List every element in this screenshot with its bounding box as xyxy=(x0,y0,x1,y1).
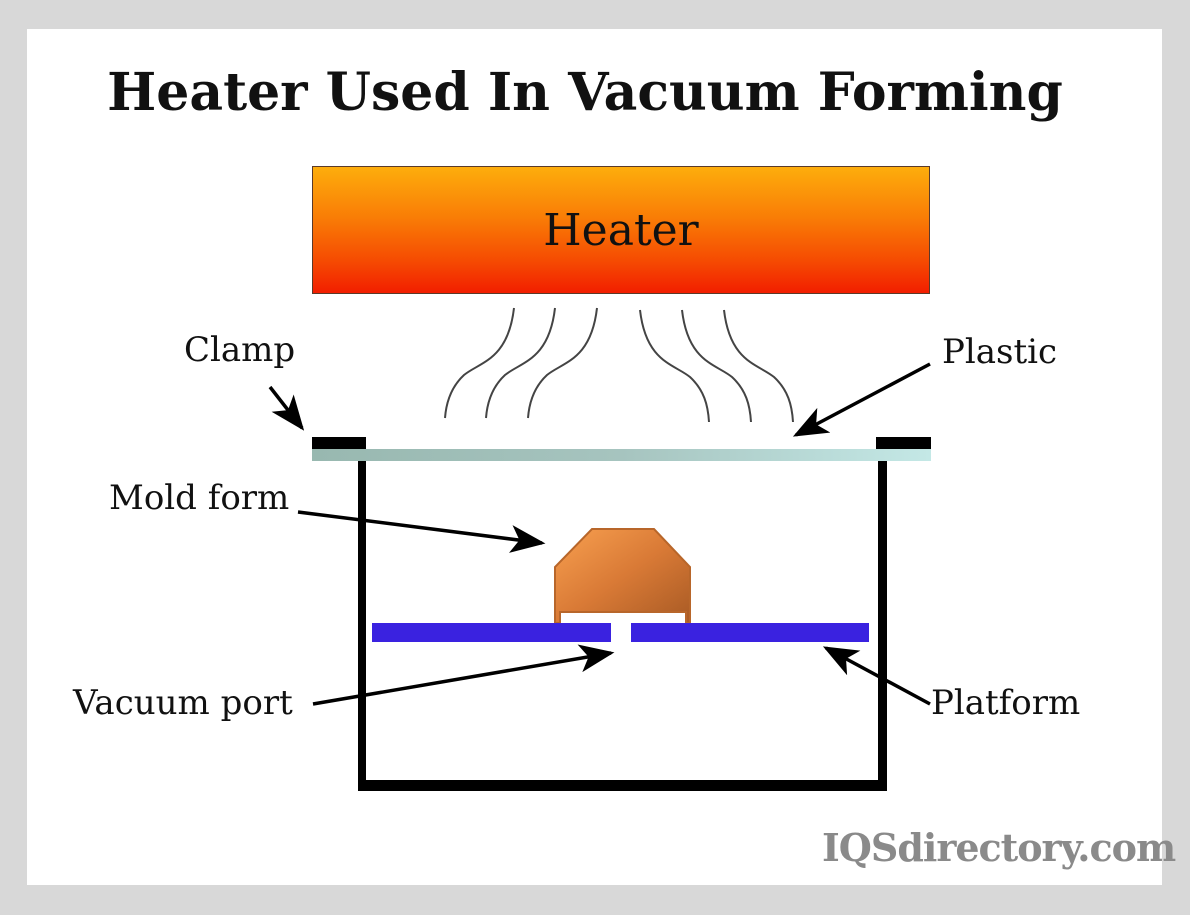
plastic-arrow xyxy=(792,362,931,437)
chamber-left-wall xyxy=(358,448,366,790)
platform-right xyxy=(631,623,869,642)
platform-left xyxy=(372,623,611,642)
chamber-bottom xyxy=(358,780,887,791)
heat-wave xyxy=(485,307,556,419)
clamp-label: Clamp xyxy=(184,330,296,370)
vacuum-port-label: Vacuum port xyxy=(73,683,293,723)
diagram-title: Heater Used In Vacuum Forming xyxy=(107,62,1063,123)
mold-form-arrow xyxy=(297,510,546,553)
mold-form xyxy=(554,528,691,624)
heat-wave xyxy=(639,309,710,423)
callout-arrows xyxy=(268,362,931,706)
platform-label: Platform xyxy=(931,683,1081,723)
heat-waves xyxy=(444,307,794,423)
plastic-sheet xyxy=(312,449,931,461)
clamp-arrow xyxy=(268,385,305,431)
heater-block: Heater xyxy=(312,166,930,294)
heat-wave xyxy=(527,307,598,419)
plastic-label: Plastic xyxy=(942,332,1058,372)
heat-wave xyxy=(681,309,752,423)
heater-label: Heater xyxy=(543,204,699,256)
clamp-left xyxy=(312,437,366,449)
vacuum-port-arrow xyxy=(312,644,615,706)
chamber-right-wall xyxy=(878,448,887,790)
platform-arrow xyxy=(822,646,931,706)
watermark-logo: IQSdirectory.com xyxy=(822,825,1176,870)
vacuum-chamber xyxy=(358,448,887,791)
heat-wave xyxy=(444,307,515,419)
clamp-right xyxy=(876,437,931,449)
heat-wave xyxy=(723,309,794,423)
mold-form-label: Mold form xyxy=(109,478,290,518)
